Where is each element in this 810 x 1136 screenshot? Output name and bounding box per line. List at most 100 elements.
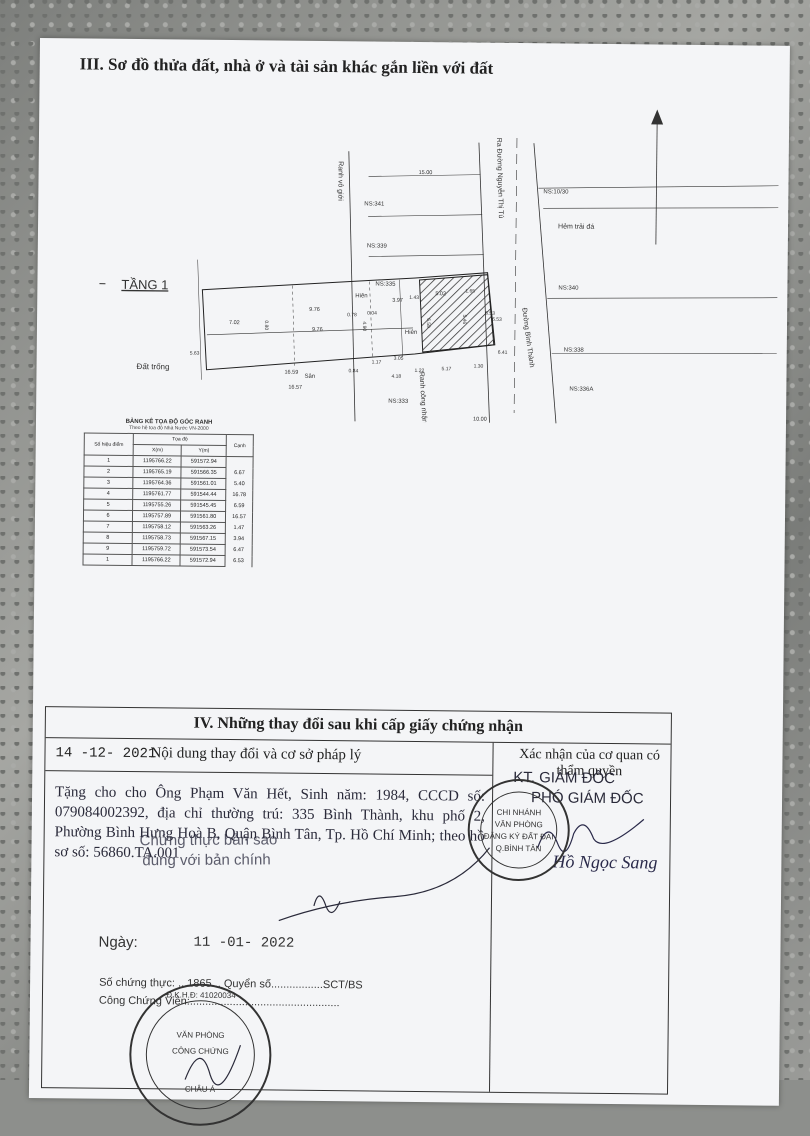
- table-cell-edge: [226, 456, 253, 467]
- dim-label: 4.18: [391, 374, 401, 380]
- dim-label: 3.05: [394, 356, 404, 362]
- table-cell-x: 1195758.12: [132, 521, 180, 533]
- dim-label: 7.02: [229, 320, 240, 326]
- table-cell-edge: 16.78: [226, 489, 253, 500]
- parcel-ns335: NS:335: [375, 282, 396, 288]
- dim-label: 5.02: [435, 291, 446, 297]
- section-3-title: III. Sơ đồ thửa đất, nhà ở và tài sản kh…: [80, 54, 494, 78]
- dim-label: 1.43: [409, 295, 419, 301]
- hem-label: Hẻm trải đá: [558, 223, 594, 230]
- dim-label: 16.57: [288, 385, 302, 391]
- dim-label: 0.78: [347, 312, 357, 318]
- table-cell-y: 591567.15: [181, 533, 226, 544]
- ranh-vo-gioi-label: Ranh vô giới: [336, 161, 343, 201]
- parcel-divider: [368, 213, 482, 217]
- ngay-label: Ngày:: [98, 934, 137, 951]
- notary-seal-line-2: CÔNG CHỨNG: [172, 1046, 229, 1056]
- table-cell-n: 9: [83, 543, 132, 555]
- table-cell-y: 591566.35: [181, 467, 226, 478]
- dim-label: 1.17: [372, 359, 382, 365]
- parcel-divider: [369, 253, 484, 257]
- header-point: Số hiệu điểm: [84, 433, 133, 456]
- inner-line: [399, 280, 404, 357]
- table-cell-n: 3: [84, 477, 133, 489]
- hien-label-2: Hiên: [405, 330, 417, 336]
- notary-signature-icon: [274, 841, 495, 933]
- table-cell-n: 4: [84, 488, 133, 500]
- ranh-cong-nhan-label: Ranh công nhận: [418, 372, 428, 424]
- table-cell-y: 591573.54: [181, 544, 226, 555]
- table-cell-edge: 6.67: [226, 467, 253, 478]
- table-cell-x: 1195761.77: [133, 488, 181, 500]
- certify-copy-stamp: Chứng thực bản sao: [140, 831, 278, 849]
- table-cell-y: 591544.44: [181, 489, 226, 500]
- dim-label: 0.80: [263, 320, 269, 330]
- dim-label: 6.41: [498, 350, 508, 356]
- certify-original-stamp: đúng với bản chính: [142, 851, 270, 869]
- table-cell-y: 591561.80: [181, 511, 226, 522]
- change-column-label: Nội dung thay đổi và cơ sở pháp lý: [150, 745, 361, 764]
- table-cell-x: 1195765.19: [133, 466, 181, 478]
- inner-line: [292, 286, 296, 366]
- table-cell-y: 591572.94: [180, 555, 225, 566]
- seal-code: Đ.K.H.Đ: 41020034: [166, 990, 236, 1000]
- dim-label: 5.17: [442, 366, 452, 372]
- dim-label: 0.84: [348, 368, 358, 374]
- seal-line-1: CHI NHÁNH: [497, 808, 542, 817]
- table-cell-edge: 6.47: [225, 544, 252, 555]
- certificate-page: III. Sơ đồ thửa đất, nhà ở và tài sản kh…: [29, 38, 790, 1106]
- table-cell-edge: 5.40: [226, 478, 253, 489]
- seal-line-4: Q.BÌNH TÂN: [496, 844, 542, 853]
- parcel-ns340: NS:340: [558, 285, 579, 291]
- house-hatched-area: [419, 274, 495, 353]
- dim-label: 1.30: [474, 364, 484, 370]
- dat-trong-label: Đất trống: [137, 362, 170, 371]
- inner-line: [369, 281, 374, 359]
- table-cell-y: 591572.94: [181, 456, 226, 467]
- notary-office-seal: Đ.K.H.Đ: 41020034 VĂN PHÒNG CÔNG CHỨNG C…: [125, 979, 277, 1131]
- table-cell-n: 6: [83, 510, 132, 522]
- table-cell-n: 1: [83, 554, 132, 566]
- parcel-ns1030: NS:10/30: [543, 189, 569, 195]
- table-cell-edge: 16.57: [225, 511, 252, 522]
- change-date: 14 -12- 2021: [55, 745, 156, 762]
- table-cell-n: 7: [83, 521, 132, 533]
- dim-label: 9.76: [312, 327, 323, 333]
- parcel-ns341: NS:341: [364, 201, 385, 207]
- dim-label: 6.53: [492, 317, 502, 323]
- table-cell-n: 8: [83, 532, 132, 544]
- table-cell-y: 591545.45: [181, 500, 226, 511]
- dim-label: 16.59: [284, 370, 298, 376]
- table-cell-edge: 1.47: [225, 522, 252, 533]
- table-cell-x: 1195757.89: [133, 510, 181, 522]
- table-cell-x: 1195766.22: [133, 455, 181, 467]
- table-cell-x: 1195764.36: [133, 477, 181, 489]
- header-edge: Cạnh: [226, 434, 253, 456]
- dim-label: 10.00: [473, 417, 487, 423]
- parcel-divider: [552, 351, 777, 355]
- dim-label: 1.22: [415, 368, 425, 374]
- table-cell-n: 1: [84, 455, 133, 467]
- street-name-label: Đường Bình Thành: [520, 307, 535, 368]
- table-cell-edge: 3.94: [225, 533, 252, 544]
- land-office-seal: CHI NHÁNH VĂN PHÒNG ĐĂNG KÝ ĐẤT ĐAI Q.BÌ…: [463, 774, 574, 885]
- table-cell-edge: 6.59: [226, 500, 253, 511]
- dim-label: 5.63: [190, 351, 200, 357]
- seal-line-2: VĂN PHÒNG: [495, 820, 543, 830]
- dim-label: 9.76: [309, 307, 320, 313]
- notary-seal-line-3: CHÂU Á: [185, 1085, 216, 1094]
- table-cell-x: 1195766.22: [132, 554, 180, 566]
- table-cell-n: 2: [84, 466, 133, 478]
- dim-label: 3.97: [392, 298, 403, 304]
- left-boundary: [196, 260, 202, 380]
- street-right-edge: [531, 143, 559, 423]
- seal-line-3: ĐĂNG KÝ ĐẤT ĐAI: [484, 831, 554, 842]
- land-plot-diagram: TẦNG 1 Ranh vô giới Ra Đường Nguyễn Thị …: [36, 78, 790, 426]
- dim-label: 5.46: [461, 314, 467, 324]
- courtyard-line: [207, 326, 413, 337]
- parcel-ns339: NS:339: [367, 243, 388, 249]
- north-arrow-head-icon: [651, 109, 663, 124]
- ngay-value: 11 -01- 2022: [193, 935, 294, 952]
- table-cell-x: 1195755.26: [133, 499, 181, 511]
